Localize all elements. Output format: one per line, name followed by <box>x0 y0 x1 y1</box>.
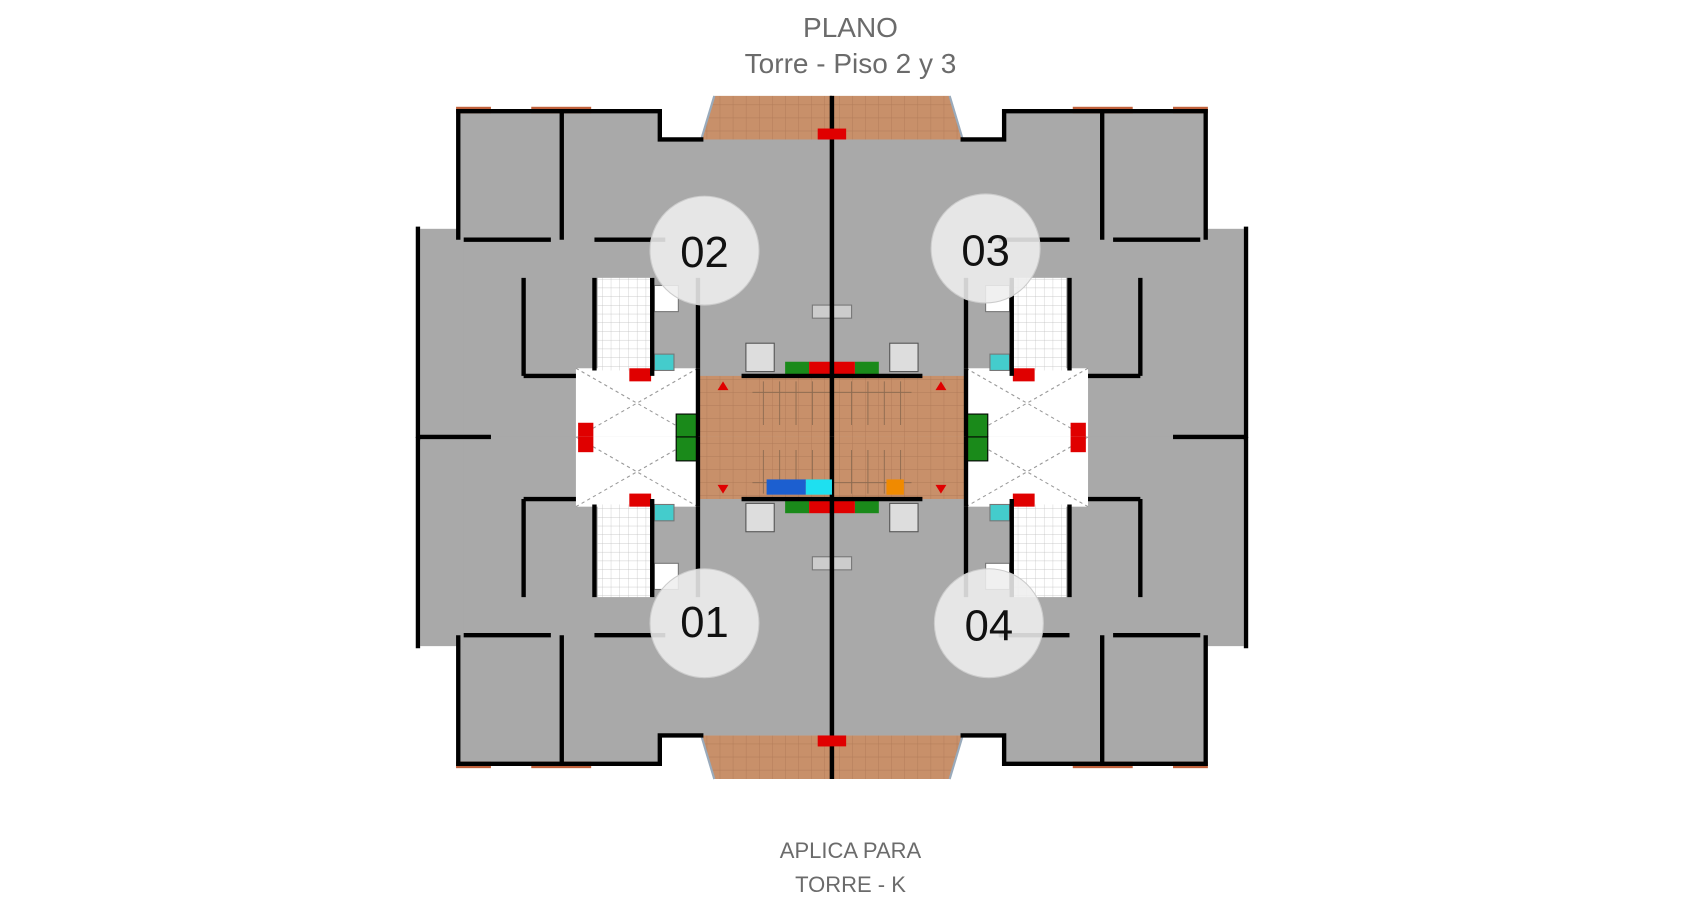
unit-04-label: 04 <box>965 603 1013 651</box>
plan-title: PLANO <box>803 12 898 43</box>
unit-01-label: 01 <box>680 599 728 647</box>
unit-03-label: 03 <box>961 228 1009 276</box>
stair-colored-elements <box>766 479 904 495</box>
unit-04-marker[interactable]: 04 <box>933 568 1044 679</box>
unit-03-marker[interactable]: 03 <box>930 193 1041 304</box>
unit-01-marker[interactable]: 01 <box>649 568 760 679</box>
applies-label: APLICA PARA <box>779 838 922 863</box>
tower-label: TORRE - K <box>795 872 906 897</box>
unit-02-marker[interactable]: 02 <box>649 195 760 306</box>
quadrant-top-left <box>418 94 846 438</box>
unit-02-label: 02 <box>680 229 728 277</box>
plan-subtitle: Torre - Piso 2 y 3 <box>744 48 957 79</box>
